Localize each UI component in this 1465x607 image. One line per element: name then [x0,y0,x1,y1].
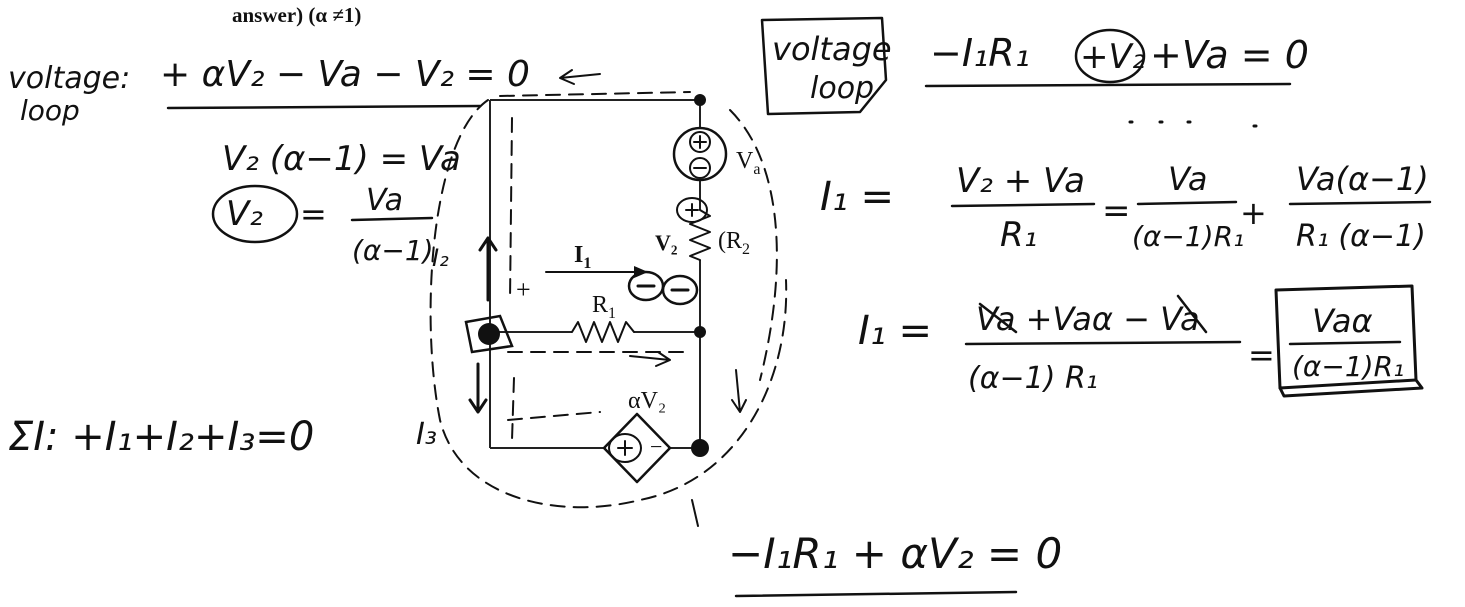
kvl2-part2: +Va = 0 [1150,33,1309,77]
f3-num: Va(α−1) [1296,160,1429,198]
r2-minus-marks [636,284,690,292]
r2-minus-ring-b [661,274,699,306]
i1-frac-bar [950,202,1096,208]
i1-arrow-head [634,266,648,278]
i2-arrow [478,236,498,302]
va-minus-ring [689,157,711,179]
result-den: (α−1)R₁ [1292,350,1404,383]
result-num: Vaα [1312,302,1373,340]
node-left-box [464,314,514,354]
kvl2-circle [1074,28,1146,84]
loop-direction-arrow-mid [629,351,671,367]
kvl2-underline [924,82,1292,88]
i1-label: I1 [574,242,591,272]
i1-eq1: = [1102,191,1131,231]
dep-plus-ring [608,433,642,463]
bottom-equation: −I₁R₁ + αV₂ = 0 [728,529,1062,578]
v2-fraction-num: Va [366,183,403,218]
i1-num: V₂ + Va [956,161,1085,201]
v2-equals: = [300,195,327,233]
resistor-r2 [689,209,711,261]
i1-lhs: I₁ = [820,174,894,220]
kvl2-circled: +V₂ [1080,37,1146,77]
va-label: Va [736,148,760,178]
kvl-underline [166,104,482,110]
f2-bar [1136,200,1238,206]
kvl-step: V₂ (α−1) = Va [222,139,461,179]
left-notes: voltage: loop + αV₂ − Va − V₂ = 0 V₂ (α−… [8,54,530,460]
voltage-source-va [672,126,728,182]
dep-plus-mark [617,440,633,456]
f3-bar [1288,200,1432,206]
v2-across-r2: V₂ [655,230,678,255]
simp-eq: = [1248,336,1275,374]
i3-label: I₃ [416,417,437,452]
node-middle-right [694,326,706,338]
loop-direction-arrow-right [731,369,747,413]
r1-label: R1 [592,292,616,322]
result-bar [1288,340,1402,346]
box-line2: loop [810,71,874,106]
result-box-shadow [1278,378,1424,398]
header-fragment: answer) (α ≠1) [232,3,361,27]
circled-v2: V₂ [226,194,263,234]
pointer-tick [691,499,699,527]
circled-v2-mark [211,184,299,244]
dots [1128,120,1258,128]
loop-label-line2: loop [20,94,80,127]
node-left [478,323,500,345]
r2-plus-mark [685,203,699,217]
kcl-equation: ΣI: +I₁+I₂+I₃=0 [8,414,314,460]
simp-den: (α−1) R₁ [968,361,1098,396]
box-line1: voltage [772,30,892,68]
node-top-right [694,94,706,106]
r1-plus-sign: + [516,275,531,304]
bottom-underline [734,590,1018,598]
i2-label: I₂ [432,244,449,272]
strike-marks [978,294,1208,334]
wire-top [490,99,701,128]
plus-sign: + [1240,194,1267,232]
r2-label: (R2 [718,228,750,258]
va-polarity-marks [693,135,707,169]
kvl2-part1: −I₁R₁ [930,31,1030,75]
i1-den: R₁ [1000,215,1037,255]
dashed-loop-paths [499,91,778,441]
circuit: Va (R2 V₂ R1 I1 + − αV₂ I₂ I₃ [416,69,788,527]
loop-label-line1: voltage: [8,61,130,96]
kvl-equation-left: + αV₂ − Va − V₂ = 0 [160,54,530,95]
voltage-loop-box [760,16,888,116]
i3-arrow [468,362,488,414]
f2-num: Va [1168,160,1207,198]
dep-source-label: αV₂ [628,388,666,414]
loop-direction-arrow-top [559,69,601,85]
f3-den: R₁ (α−1) [1296,219,1426,254]
dashed-outer-loop [429,99,788,509]
node-bottom-right [691,439,709,457]
dep-minus-sign: − [650,434,662,459]
r2-plus-ring [676,197,708,223]
simp-num: Va +Vaα − Va [976,300,1200,338]
i1-lhs2: I₁ = [858,308,932,354]
f2-den: (α−1)R₁ [1132,220,1244,253]
right-notes: voltage loop −I₁R₁ +V₂ +Va = 0 I₁ = V₂ +… [728,16,1432,598]
simp-frac-bar [964,340,1242,346]
resistor-r1 [571,321,635,343]
v2-fraction-den: (α−1) [352,234,434,267]
va-plus-ring [689,131,711,153]
v2-fraction-bar [350,216,434,222]
